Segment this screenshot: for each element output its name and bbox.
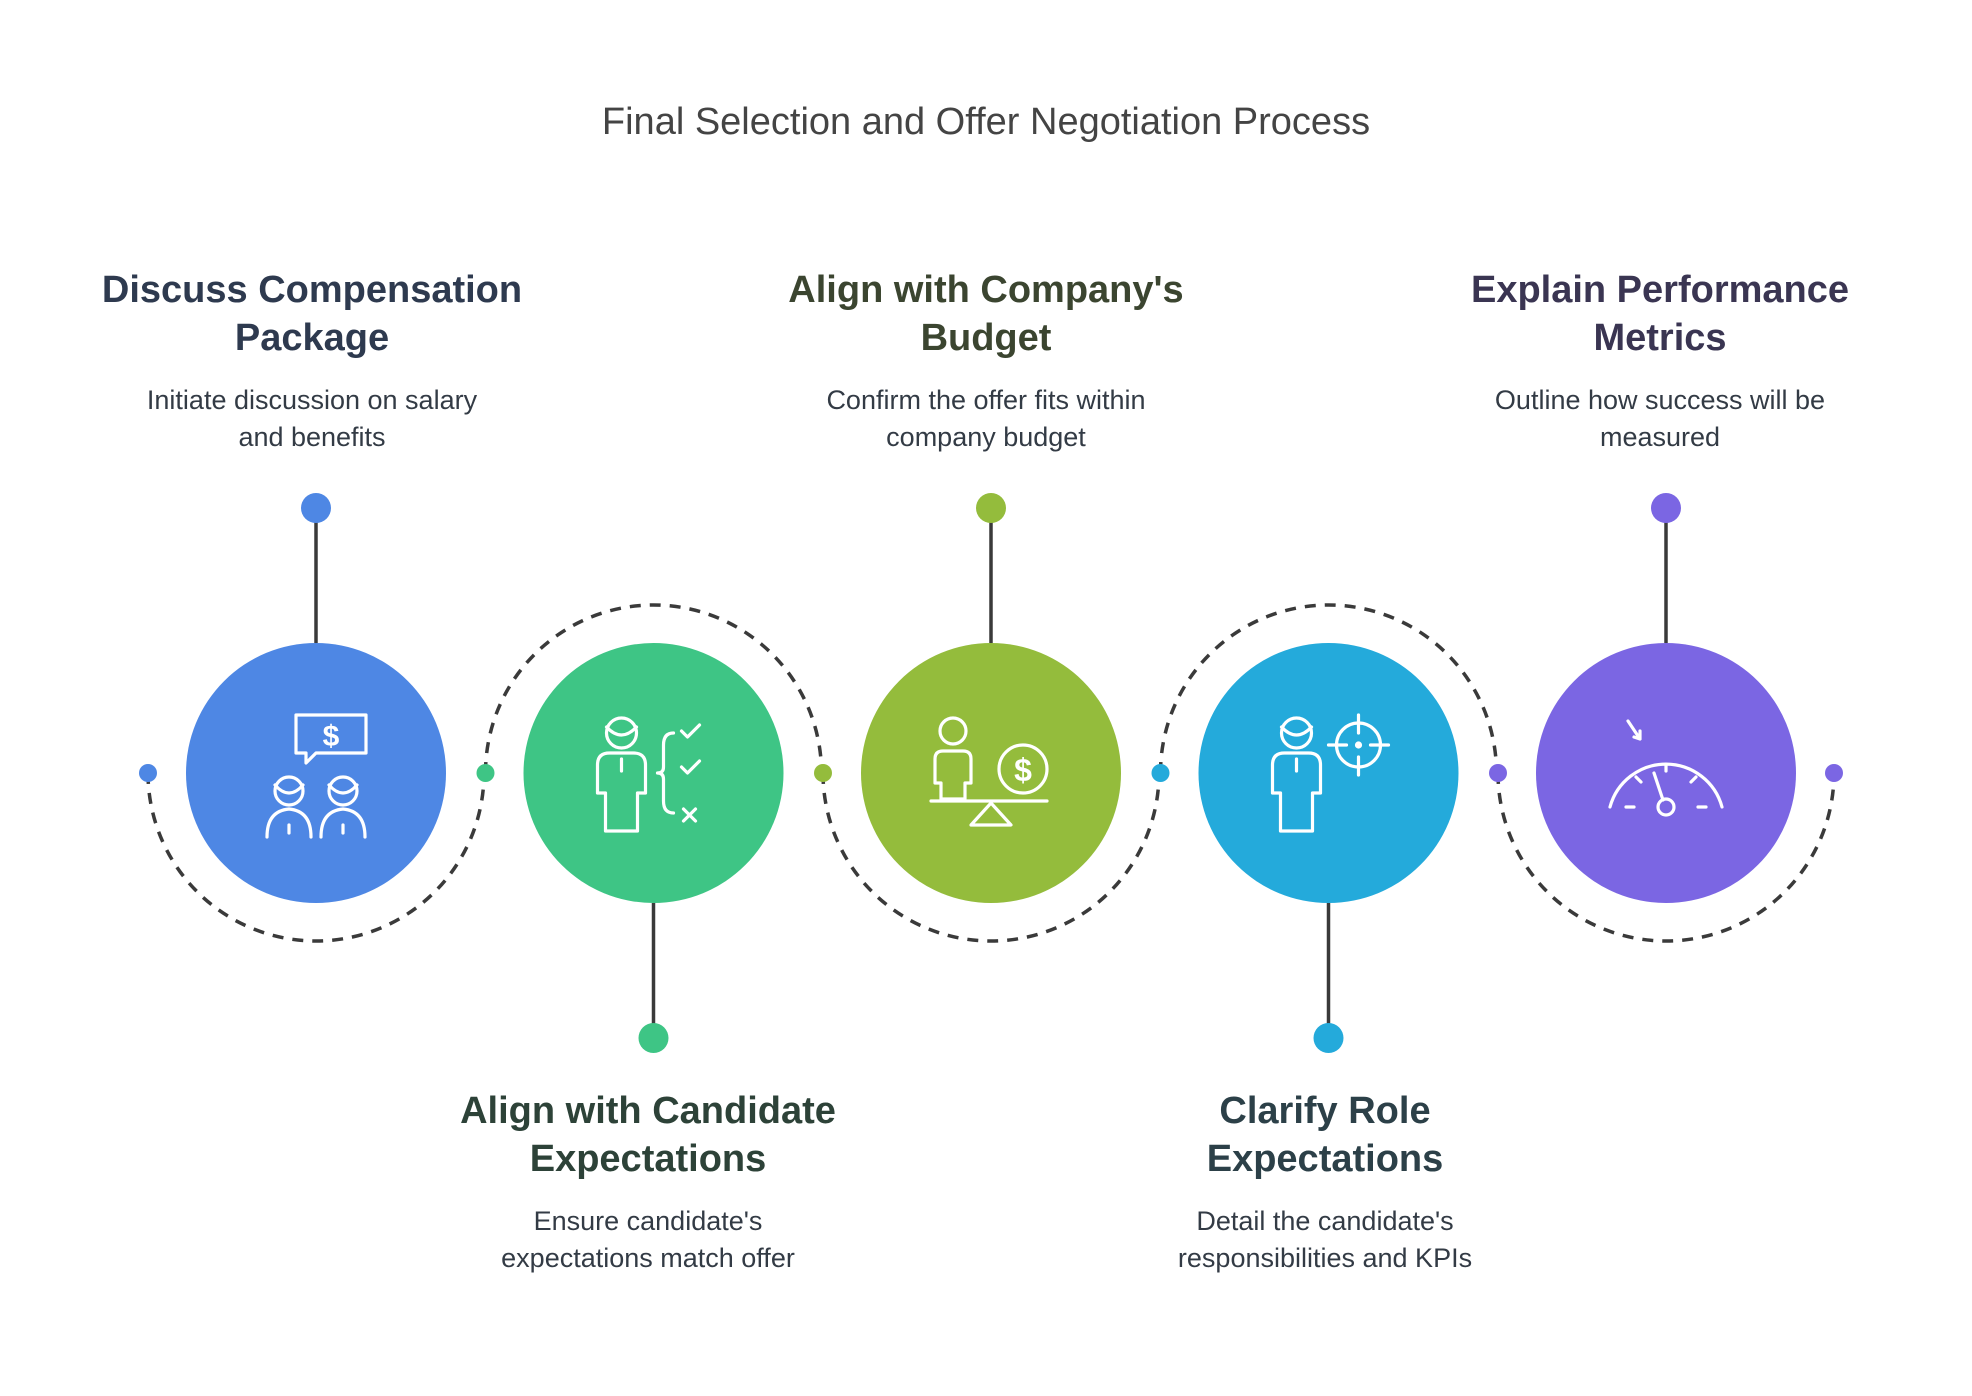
step-2-text: Align with Candidate Expectations Ensure… [408,1087,888,1277]
step-5-text: Explain Performance Metrics Outline how … [1420,266,1900,456]
step-5-heading: Explain Performance Metrics [1420,266,1900,362]
step-3-heading-line2: Budget [920,317,1052,359]
step-5-circle [1536,643,1796,903]
role-target-icon [1270,713,1391,833]
connector-arc-5 [1496,772,1836,943]
compensation-discussion-icon: $ [265,713,368,839]
page-title: Final Selection and Offer Negotiation Pr… [601,101,1371,143]
step-4-circle [1198,643,1459,903]
svg-text:$: $ [1014,752,1032,788]
step-1-heading-line2: Package [234,317,390,359]
step-1-description: Initiate discussion on salary and benefi… [72,382,552,456]
step-1-desc-line1: Initiate discussion on salary [146,385,478,415]
step-4-description: Detail the candidate's responsibilities … [1085,1203,1565,1277]
step-2-circle [523,643,784,903]
step-5-description: Outline how success will be measured [1420,382,1900,456]
step-2-desc-line1: Ensure candidate's [533,1206,763,1236]
step-4-desc-line2: responsibilities and KPIs [1177,1243,1473,1273]
end-arc-dot [1825,764,1843,782]
connector-arc-2 [483,603,824,774]
step-1-heading: Discuss Compensation Package [72,266,552,362]
step-3-description: Confirm the offer fits within company bu… [746,382,1226,456]
step-2-desc-line2: expectations match offer [501,1243,795,1273]
step-3-arc-dot [814,764,832,782]
step-5-arc-dot [1489,764,1507,782]
step-2-heading-line2: Expectations [529,1138,767,1180]
candidate-checklist-icon [595,716,702,833]
step-3-desc-line1: Confirm the offer fits within [826,385,1146,415]
step-5-desc-line1: Outline how success will be [1494,385,1826,415]
connector-arc-1 [146,772,486,943]
step-2-heading: Align with Candidate Expectations [408,1087,888,1183]
step-4-desc-line1: Detail the candidate's [1196,1206,1454,1236]
step-4-heading-line2: Expectations [1206,1138,1444,1180]
step-5-heading-line1: Explain Performance [1470,269,1850,311]
step-3-stem-dot [976,493,1006,523]
step-2-description: Ensure candidate's expectations match of… [408,1203,888,1277]
performance-gauge-icon [1608,719,1724,817]
connector-arc-4 [1158,603,1499,774]
step-1-circle [186,643,446,903]
step-3-circle [861,643,1121,903]
step-4-stem-dot [1313,1023,1344,1053]
step-3-heading: Align with Company's Budget [746,266,1226,362]
connector-arcs [146,603,1836,943]
step-4-arc-dot [1151,764,1170,782]
step-3-desc-line2: company budget [886,422,1086,452]
step-1-desc-line2: and benefits [238,422,386,452]
step-3-text: Align with Company's Budget Confirm the … [746,266,1226,456]
step-5-stem-dot [1651,493,1681,523]
step-1-text: Discuss Compensation Package Initiate di… [72,266,552,456]
step-2-stem-dot [638,1023,669,1053]
step-4-heading-line1: Clarify Role [1219,1090,1431,1132]
step-4-heading: Clarify Role Expectations [1085,1087,1565,1183]
step-5-desc-line2: measured [1599,422,1721,452]
step-1-stem-dot [301,493,331,523]
step-2-heading-line1: Align with Candidate [460,1090,836,1132]
step-2-arc-dot [476,764,495,782]
connector-arc-3 [821,772,1161,943]
step-4-text: Clarify Role Expectations Detail the can… [1085,1087,1565,1277]
step-5-heading-line2: Metrics [1593,317,1727,359]
svg-text:$: $ [323,720,340,753]
step-1-heading-line1: Discuss Compensation [101,269,523,311]
step-1-arc-dot [139,764,157,782]
step-3-heading-line1: Align with Company's [788,269,1184,311]
budget-balance-icon: $ [929,716,1049,827]
